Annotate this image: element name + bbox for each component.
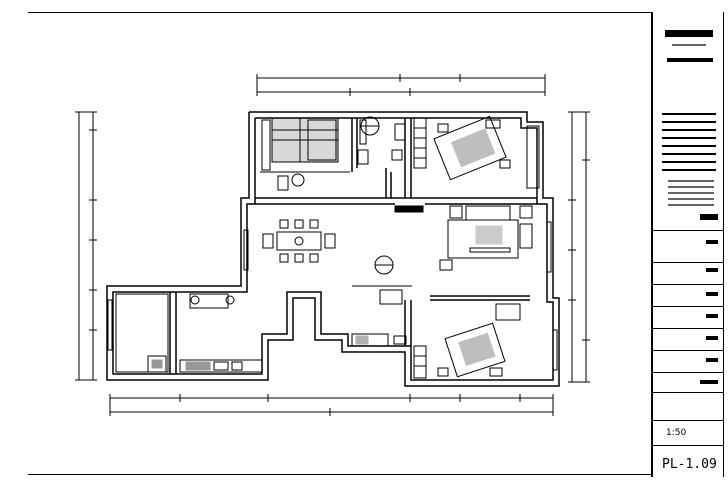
right-dimension-lines <box>568 111 590 383</box>
tb-rule-3 <box>662 129 716 131</box>
bedroom-top-right <box>413 115 511 181</box>
drawing-number: PL-1.09 <box>662 457 717 472</box>
tb-rule-4 <box>662 137 716 139</box>
frame-top <box>28 12 653 13</box>
bathroom <box>357 116 406 165</box>
tb-divider-8 <box>653 392 723 393</box>
tb-field-4 <box>706 314 718 318</box>
interior-walls <box>169 118 537 374</box>
hall-area <box>351 255 412 347</box>
left-dimension-lines <box>75 111 97 381</box>
tb-divider-2 <box>653 262 723 263</box>
tb-divider-6 <box>653 350 723 351</box>
tb-field-3 <box>706 292 718 296</box>
tb-note-3 <box>668 192 714 194</box>
tb-divider-5 <box>653 328 723 329</box>
tb-field-7 <box>700 380 718 384</box>
tb-note-1 <box>668 180 714 182</box>
tb-field-1 <box>706 240 718 244</box>
logo-bar <box>667 58 713 62</box>
tb-field-5 <box>706 336 718 340</box>
tb-rule-7 <box>662 161 716 163</box>
bedroom-top-left <box>260 117 350 191</box>
tb-field-2 <box>706 268 718 272</box>
tb-divider-3 <box>653 284 723 285</box>
tb-note-2 <box>668 186 714 188</box>
top-dimension-lines <box>256 74 546 96</box>
kitchen-area <box>147 293 263 373</box>
tb-divider-4 <box>653 306 723 307</box>
living-area <box>439 205 533 271</box>
tb-divider-9 <box>653 420 723 421</box>
company-logo <box>665 30 713 37</box>
tb-note-4 <box>668 198 714 200</box>
tb-rule-8 <box>662 169 716 171</box>
tb-rule-1 <box>662 113 716 115</box>
logo-subline <box>672 44 706 46</box>
tb-stamp <box>700 214 718 220</box>
tb-divider-10 <box>653 445 723 446</box>
windows <box>107 119 558 371</box>
titleblock-left-border <box>651 12 653 477</box>
tb-note-5 <box>668 204 714 206</box>
frame-bottom <box>28 474 653 475</box>
tb-divider-7 <box>653 372 723 373</box>
tb-field-6 <box>706 358 718 362</box>
tb-rule-2 <box>662 121 716 123</box>
scale-text: 1:50 <box>666 428 687 438</box>
bedroom-bottom-right <box>413 303 521 379</box>
tb-rule-6 <box>662 153 716 155</box>
dining-area <box>262 219 336 263</box>
tb-rule-5 <box>662 145 716 147</box>
titleblock-right-border <box>723 12 724 477</box>
balcony-left <box>115 293 169 373</box>
bottom-dimension-lines <box>109 394 554 416</box>
tb-divider-1 <box>653 230 723 231</box>
